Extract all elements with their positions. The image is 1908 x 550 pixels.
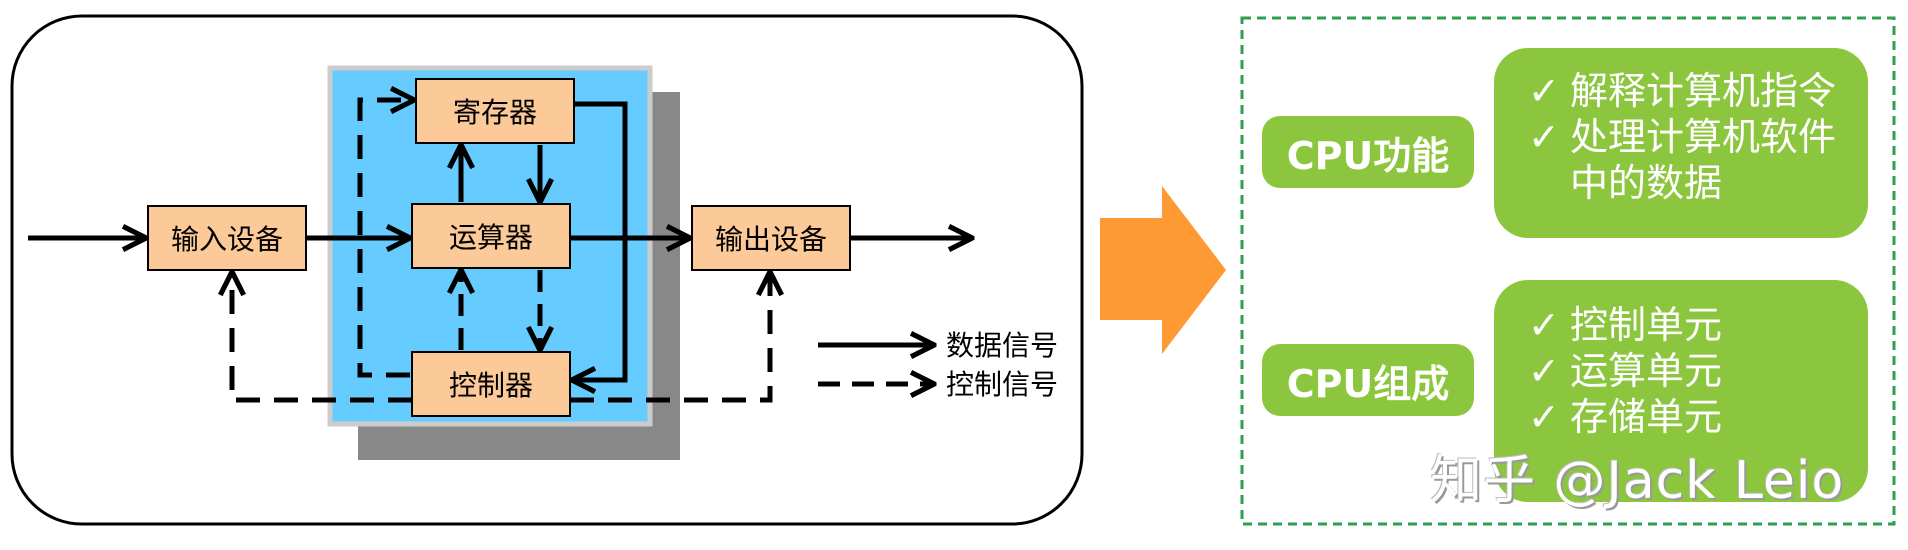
cpu-function-title: CPU功能: [1262, 116, 1474, 188]
legend-control-label: 控制信号: [946, 368, 1058, 401]
function-item: ✓处理计算机软件: [1528, 115, 1837, 159]
check-icon: ✓: [1528, 349, 1560, 393]
alu-node: [411, 203, 571, 269]
check-icon: ✓: [1528, 69, 1560, 113]
data-signal-arrows: [28, 101, 970, 380]
alu-label: 运算器: [449, 221, 533, 254]
output-device-label: 输出设备: [715, 223, 827, 256]
arrow-register-loop-to-control: [574, 101, 628, 380]
cpu-composition-list: ✓控制单元 ✓运算单元 ✓存储单元: [1494, 280, 1868, 502]
function-item-continued: 中的数据: [1570, 161, 1723, 205]
cpu-function-list: ✓解释计算机指令 ✓处理计算机软件 中的数据: [1494, 48, 1868, 238]
control-signal-arrows: [232, 100, 770, 403]
cpu-info-frame: [1240, 16, 1896, 526]
arrow-control-to-input: [232, 274, 412, 403]
arrow-control-to-output: [570, 274, 770, 403]
input-device-label: 输入设备: [171, 223, 283, 256]
composition-item: ✓控制单元: [1528, 303, 1723, 347]
output-device-node: [691, 205, 851, 271]
composition-item: ✓存储单元: [1528, 395, 1723, 439]
watermark-text: 知乎 @Jack Leio: [1430, 451, 1845, 511]
control-node: [411, 351, 571, 417]
check-icon: ✓: [1528, 395, 1560, 439]
check-icon: ✓: [1528, 303, 1560, 347]
control-label: 控制器: [449, 369, 533, 402]
composition-item: ✓运算单元: [1528, 349, 1723, 393]
check-icon: ✓: [1528, 115, 1560, 159]
legend-data-label: 数据信号: [946, 329, 1058, 362]
cpu-composition-title: CPU组成: [1262, 344, 1474, 416]
function-item: ✓解释计算机指令: [1528, 69, 1837, 113]
arrow-control-to-register: [357, 100, 412, 378]
register-label: 寄存器: [453, 96, 537, 129]
transition-arrow: [1100, 186, 1226, 354]
